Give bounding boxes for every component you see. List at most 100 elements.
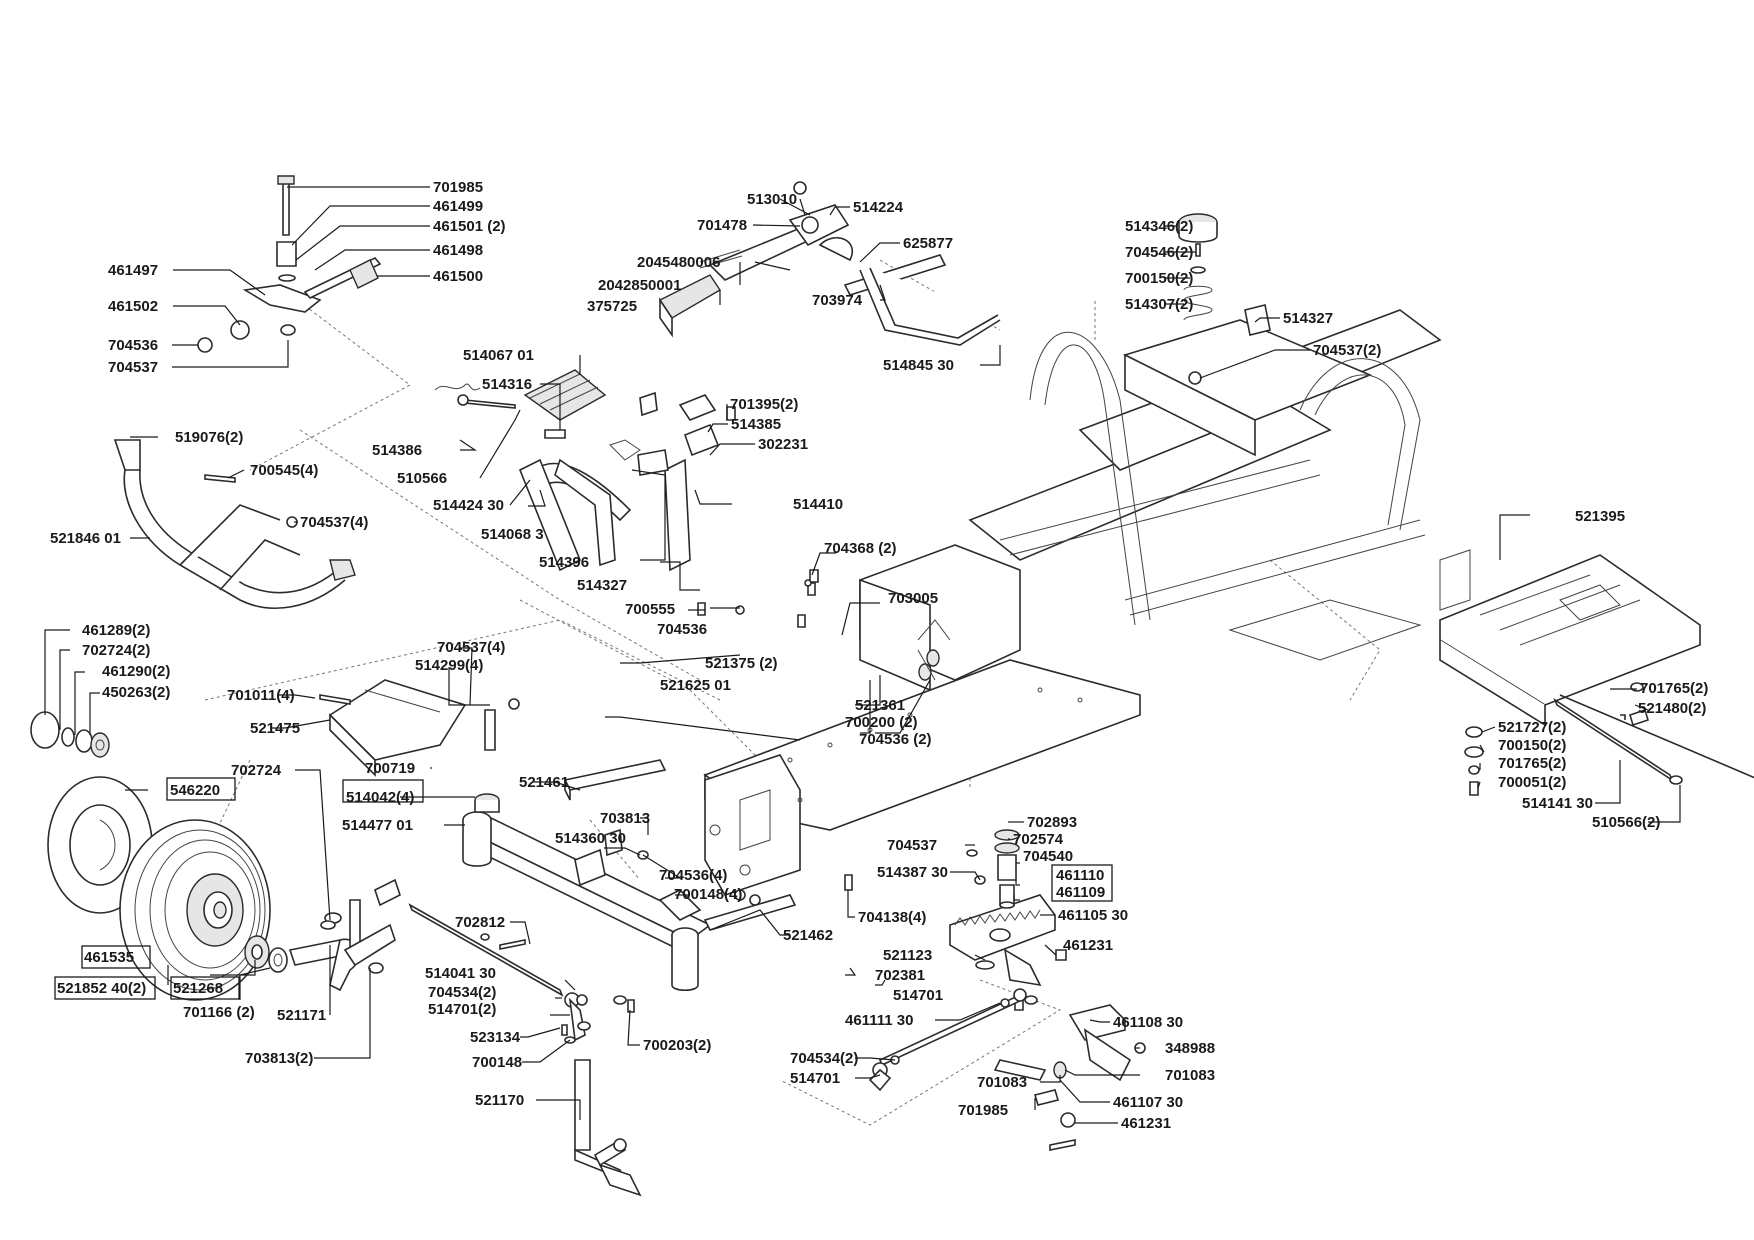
label-461501: 461501 (2)	[433, 218, 506, 235]
wheel-assembly	[30, 711, 288, 1001]
label-700148-spindle: 700148	[472, 1054, 522, 1071]
label-514701-axle: 514701(2)	[428, 1001, 496, 1018]
label-703005: 703005	[888, 590, 938, 607]
label-703813-axle: 703813	[600, 810, 650, 827]
label-704536-pedal: 704536	[657, 621, 707, 638]
label-700719: 700719	[365, 760, 415, 777]
label-461535: 461535	[84, 949, 134, 966]
label-701395: 701395(2)	[730, 396, 798, 413]
label-701985-top: 701985	[433, 179, 483, 196]
label-704534-sector: 704534(2)	[790, 1050, 858, 1067]
label-701985-bottom: 701985	[958, 1102, 1008, 1119]
label-521123: 521123	[883, 947, 932, 964]
label-702812: 702812	[455, 914, 505, 931]
part-number-labels: 701985 461499 461501 (2) 461498 461497 4…	[50, 179, 1708, 1132]
label-701478: 701478	[697, 217, 747, 234]
spindles-tie-rod	[288, 878, 642, 1197]
label-701765-rear: 701765(2)	[1498, 755, 1566, 772]
label-702724-spindle: 702724	[231, 762, 282, 779]
label-704368: 704368 (2)	[824, 540, 897, 557]
label-514224: 514224	[853, 199, 904, 216]
label-521268: 521268	[173, 980, 223, 997]
label-514141: 514141 30	[1522, 795, 1593, 812]
label-513010: 513010	[747, 191, 797, 208]
label-700555: 700555	[625, 601, 675, 618]
label-521846: 521846 01	[50, 530, 121, 547]
label-514701-sector: 514701	[893, 987, 943, 1004]
label-701083-left: 701083	[977, 1074, 1027, 1091]
label-514299: 514299(4)	[415, 657, 483, 674]
chassis-frame	[703, 309, 1471, 896]
label-521361: 521361	[855, 697, 905, 714]
label-514041: 514041 30	[425, 965, 496, 982]
label-514068: 514068 3	[481, 526, 544, 543]
pedal-assembly	[434, 369, 720, 572]
label-625877: 625877	[903, 235, 953, 252]
label-461231-bottom: 461231	[1121, 1115, 1171, 1132]
label-461107: 461107 30	[1113, 1094, 1183, 1111]
label-boxes	[54, 777, 1113, 1000]
label-514387: 514387 30	[877, 864, 948, 881]
label-514386: 514386	[372, 442, 422, 459]
label-704540: 704540	[1023, 848, 1073, 865]
label-703813-spindle: 703813(2)	[245, 1050, 313, 1067]
label-514385: 514385	[731, 416, 781, 433]
label-514327-bottom: 514327	[577, 577, 627, 594]
rear-plate	[1439, 554, 1701, 727]
label-461500: 461500	[433, 268, 483, 285]
label-704537-top: 704537	[108, 359, 158, 376]
label-701083-right: 701083	[1165, 1067, 1215, 1084]
front-axle	[462, 759, 797, 992]
label-514307: 514307(2)	[1125, 296, 1193, 313]
label-521375: 521375 (2)	[705, 655, 778, 672]
misc-fasteners	[204, 391, 1754, 1151]
label-375725: 375725	[587, 298, 637, 315]
seat-spring-parts	[1178, 213, 1271, 385]
label-704534-axle: 704534(2)	[428, 984, 496, 1001]
label-702381: 702381	[875, 967, 925, 984]
label-461111: 461111 30	[845, 1012, 913, 1029]
label-514067: 514067 01	[463, 347, 534, 364]
front-bumper	[113, 439, 356, 609]
label-461105: 461105 30	[1058, 907, 1128, 924]
label-461109: 461109	[1056, 884, 1105, 901]
label-521170: 521170	[475, 1092, 524, 1109]
label-461289: 461289(2)	[82, 622, 150, 639]
steering-bracket-parts	[197, 175, 382, 353]
label-510566-rear: 510566(2)	[1592, 814, 1660, 831]
label-514477: 514477 01	[342, 817, 413, 834]
label-450263: 450263(2)	[102, 684, 170, 701]
label-704536-axle: 704536(4)	[659, 867, 727, 884]
label-514396: 514396	[539, 554, 589, 571]
label-514845: 514845 30	[883, 357, 954, 374]
label-702724-hub: 702724(2)	[82, 642, 150, 659]
label-514410: 514410	[793, 496, 843, 513]
label-521625: 521625 01	[660, 677, 731, 694]
label-461231-sector: 461231	[1063, 937, 1113, 954]
label-701765-right: 701765(2)	[1640, 680, 1708, 697]
label-521475: 521475	[250, 720, 300, 737]
label-514327-top: 514327	[1283, 310, 1333, 327]
label-461498: 461498	[433, 242, 483, 259]
label-702574: 702574	[1013, 831, 1064, 848]
label-302231: 302231	[758, 436, 808, 453]
label-700148-axle: 700148(4)	[674, 886, 742, 903]
lift-lever	[658, 181, 1001, 346]
label-700150-rear: 700150(2)	[1498, 737, 1566, 754]
label-519076: 519076(2)	[175, 429, 243, 446]
label-461499: 461499	[433, 198, 483, 215]
label-521171: 521171	[277, 1007, 326, 1024]
label-704537-bumper: 704537(4)	[300, 514, 368, 531]
label-348988: 348988	[1165, 1040, 1215, 1057]
label-523134: 523134	[470, 1029, 521, 1046]
label-701011: 701011(4)	[227, 687, 295, 704]
label-704546: 704546(2)	[1125, 244, 1193, 261]
label-514360: 514360 30	[555, 830, 626, 847]
label-461502: 461502	[108, 298, 158, 315]
label-521480: 521480(2)	[1638, 700, 1706, 717]
label-703974: 703974	[812, 292, 863, 309]
label-704537-sector: 704537	[887, 837, 937, 854]
label-521461: 521461	[519, 774, 569, 791]
label-546220: 546220	[170, 782, 220, 799]
